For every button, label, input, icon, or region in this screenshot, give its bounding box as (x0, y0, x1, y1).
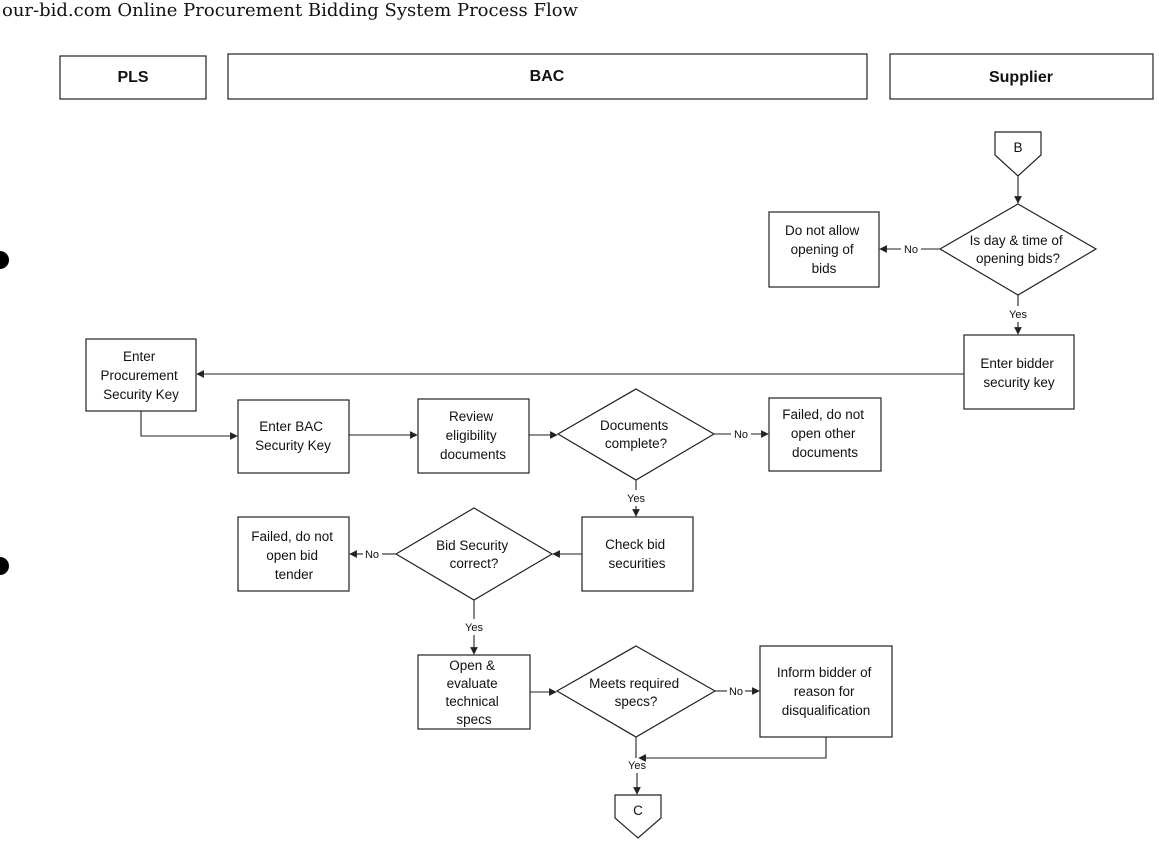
lane-header-bac: BAC (227, 53, 868, 100)
edge-label-no-documents: No (734, 429, 748, 441)
process-enter-bidder-key-label: Enter bidder security key (980, 356, 1057, 390)
lane-label-bac: BAC (530, 68, 565, 85)
decision-bid-security: Bid Security correct? (394, 507, 554, 601)
edge-label-yes-opening: Yes (1009, 309, 1027, 321)
decision-bid-security-label: Bid Security correct? (436, 538, 512, 571)
binder-hole-bottom (0, 557, 9, 575)
process-inform-bidder: Inform bidder of reason for disqualifica… (759, 645, 893, 738)
edge-procurement-to-bac (140, 411, 238, 440)
edge-inform-to-merge (638, 737, 827, 762)
decision-meets-specs-label: Meets required specs? (589, 676, 683, 709)
process-check-bid-securities-label: Check bid securities (605, 537, 669, 571)
process-failed-documents-label: Failed, do not open other documents (782, 407, 868, 460)
decision-documents-complete-label: Documents complete? (600, 418, 672, 451)
process-open-evaluate-specs-label: Open & evaluate technical specs (445, 658, 502, 727)
binder-hole-top (0, 251, 9, 269)
decision-opening-time: Is day & time of opening bids? (938, 203, 1098, 296)
lane-header-supplier: Supplier (889, 53, 1154, 100)
process-review-eligibility-label: Review eligibility documents (440, 409, 506, 462)
edge-label-no-bid-security: No (365, 549, 379, 561)
lane-header-pls: PLS (59, 55, 207, 100)
process-enter-bidder-key: Enter bidder security key (963, 334, 1075, 410)
connector-c-label: C (633, 803, 643, 818)
process-enter-bac-key-label: Enter BAC Security Key (255, 419, 331, 453)
decision-documents-complete: Documents complete? (556, 388, 716, 481)
process-enter-bac-key: Enter BAC Security Key (237, 399, 350, 474)
lane-label-pls: PLS (117, 69, 148, 86)
connector-c: C (614, 794, 662, 839)
edge-label-yes-bid-security: Yes (465, 622, 483, 634)
process-enter-procurement-key-label: Enter Procurement Security Key (100, 349, 181, 402)
edge-label-no-meets-specs: No (729, 686, 743, 698)
decision-opening-time-label: Is day & time of opening bids? (970, 233, 1067, 266)
process-failed-documents: Failed, do not open other documents (768, 397, 882, 472)
process-open-evaluate-specs: Open & evaluate technical specs (417, 654, 531, 730)
edge-label-yes-meets-specs: Yes (628, 760, 646, 772)
process-enter-procurement-key: Enter Procurement Security Key (85, 338, 197, 412)
edge-label-yes-documents: Yes (627, 493, 645, 505)
lane-label-supplier: Supplier (989, 69, 1053, 86)
process-inform-bidder-label: Inform bidder of reason for disqualifica… (777, 665, 875, 718)
decision-meets-specs: Meets required specs? (555, 645, 717, 738)
process-failed-bid-tender: Failed, do not open bid tender (237, 516, 350, 592)
process-check-bid-securities: Check bid securities (581, 516, 694, 592)
diagram-title: our-bid.com Online Procurement Bidding S… (2, 0, 579, 21)
connector-b-label: B (1013, 140, 1022, 155)
process-review-eligibility: Review eligibility documents (417, 398, 530, 474)
process-do-not-allow-opening: Do not allow opening of bids (768, 211, 880, 288)
process-failed-bid-tender-label: Failed, do not open bid tender (251, 529, 337, 582)
edge-label-no-opening: No (904, 244, 918, 256)
connector-b: B (994, 131, 1042, 177)
process-do-not-allow-label: Do not allow opening of bids (785, 223, 863, 276)
